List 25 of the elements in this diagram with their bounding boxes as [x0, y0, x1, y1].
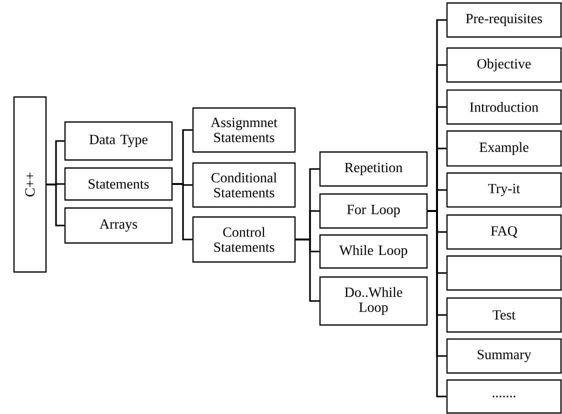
connector — [46, 184, 64, 226]
topic-box: Repetition — [319, 151, 428, 187]
topic-box: Arrays — [64, 207, 173, 244]
topic-box: Introduction — [446, 89, 562, 125]
connector — [428, 210, 446, 398]
topic-box: Do..While Loop — [319, 276, 428, 326]
topic-box: Objective — [446, 47, 562, 83]
topic-box: Example — [446, 130, 562, 167]
topic-box: Conditional Statements — [192, 162, 296, 208]
topic-box: FAQ — [446, 214, 562, 250]
topic-box: Data Type — [64, 121, 173, 161]
topic-box: Test — [446, 297, 562, 333]
root-box: C++ — [13, 96, 47, 273]
topic-box: Summary — [446, 338, 562, 374]
connector — [296, 238, 320, 302]
topic-box: Try-it — [446, 172, 562, 208]
topic-box: For Loop — [319, 193, 428, 229]
topic-box: ....... — [446, 379, 562, 414]
topic-box: While Loop — [319, 234, 428, 269]
topic-box: Assignmnet Statements — [192, 107, 296, 153]
topic-box: Statements — [64, 167, 173, 201]
topic-box: Control Statements — [192, 216, 296, 263]
empty-box — [446, 255, 562, 291]
connector — [172, 183, 192, 240]
topic-box: Pre-requisites — [446, 2, 562, 38]
